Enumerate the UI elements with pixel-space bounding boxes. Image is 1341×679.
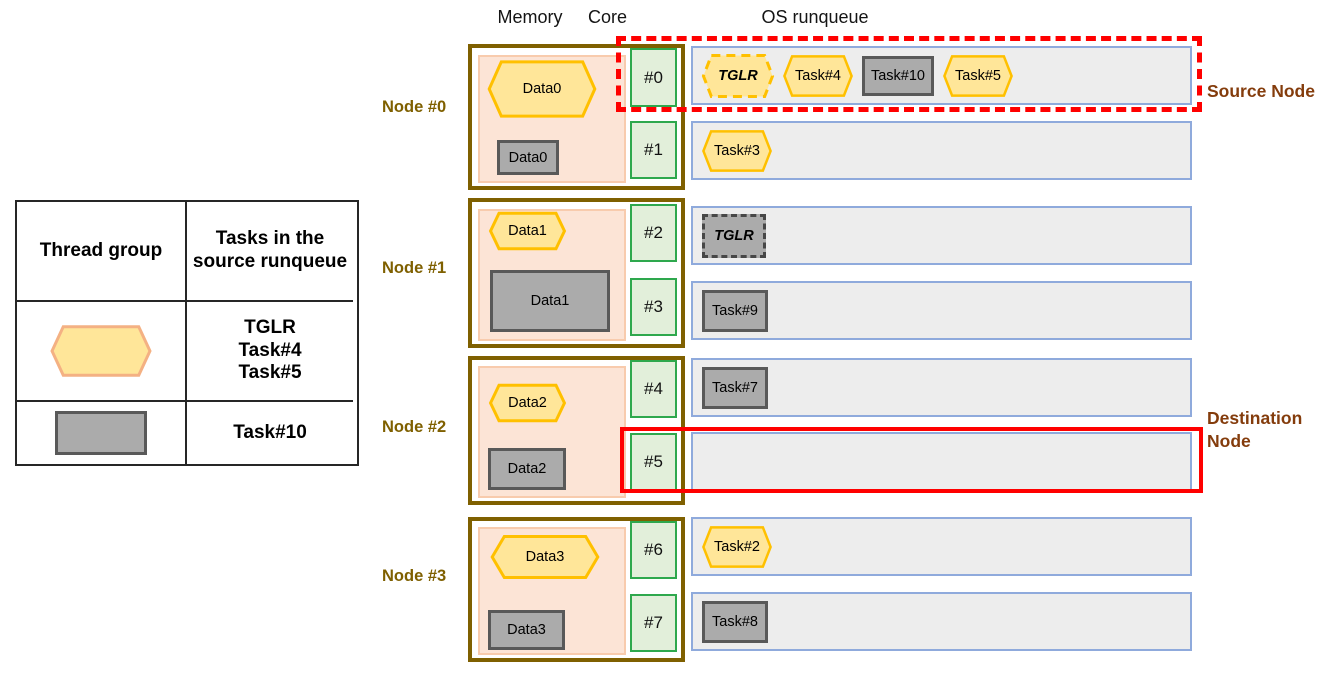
core-box-1: #1 [630,121,677,179]
core-box-6: #6 [630,521,677,579]
node-3-label: Node #3 [382,567,447,585]
node-0-memory-data-rect: Data0 [497,140,559,175]
legend-header-tasks: Tasks in the source runqueue [187,202,353,302]
runqueue-core-4: Task#7 [691,358,1192,417]
node-1-box: Data1 Data1 #2 #3 [468,198,685,348]
node-1-memory-data-rect: Data1 [490,270,610,332]
core-box-2: #2 [630,204,677,262]
node-1-memory-data-hexagon: Data1 [489,212,566,250]
task-rect: Task#7 [702,366,768,409]
legend-table: Thread group Tasks in the source runqueu… [15,200,359,466]
runqueue-core-2: TGLR [691,206,1192,265]
runqueue-core-6: Task#2 [691,517,1192,576]
runqueue-core-0: TGLR Task#4 Task#10 Task#5 [691,46,1192,105]
tglr-rect: TGLR [702,213,766,258]
legend-task-5: Task#5 [238,362,302,384]
source-node-annotation: Source Node [1207,81,1315,101]
legend-thread-group-tasks: TGLR Task#4 Task#5 [187,302,353,402]
gray-task-rect-icon [55,411,147,455]
task-rect: Task#9 [702,289,768,332]
tglr-hexagon: TGLR [702,54,774,98]
core-box-4: #4 [630,360,677,418]
legend-thread-group-shape-cell [17,302,187,402]
node-2-memory-data-hexagon: Data2 [489,384,566,422]
node-2-box: Data2 Data2 #4 #5 [468,356,685,505]
destination-node-annotation: Destination Node [1207,408,1303,451]
runqueue-core-1: Task#3 [691,121,1192,180]
node-3-box: Data3 Data3 #6 #7 [468,517,685,662]
legend-task-tglr: TGLR [244,316,296,338]
legend-gray-task-label: Task#10 [233,421,307,443]
core-box-0: #0 [630,48,677,107]
core-box-5: #5 [630,433,677,491]
task-rect: Task#10 [862,55,934,96]
memory-column-header: Memory [497,7,563,27]
task-rect: Task#8 [702,600,768,643]
node-3-memory-data-hexagon: Data3 [490,535,600,579]
core-box-3: #3 [630,278,677,336]
task-hexagon: Task#3 [702,130,772,172]
thread-group-hexagon-icon [50,325,152,377]
node-0-memory-data-hexagon: Data0 [487,60,597,118]
runqueue-core-7: Task#8 [691,592,1192,651]
runqueue-core-5 [691,432,1192,491]
node-2-label: Node #2 [382,418,447,436]
os-runqueue-column-header: OS runqueue [761,7,869,27]
task-hexagon: Task#4 [783,55,853,97]
core-box-7: #7 [630,594,677,652]
legend-gray-shape-cell [17,402,187,464]
node-0-box: Data0 Data0 #0 #1 [468,44,685,190]
core-column-header: Core [587,7,627,27]
node-3-memory-data-rect: Data3 [488,610,565,650]
legend-task-4: Task#4 [238,339,302,361]
node-2-memory-data-rect: Data2 [488,448,566,490]
task-hexagon: Task#5 [943,55,1013,97]
legend-header-thread-group: Thread group [17,202,187,302]
task-hexagon: Task#2 [702,526,772,568]
node-1-label: Node #1 [382,259,447,277]
node-0-label: Node #0 [382,98,447,116]
runqueue-core-3: Task#9 [691,281,1192,340]
